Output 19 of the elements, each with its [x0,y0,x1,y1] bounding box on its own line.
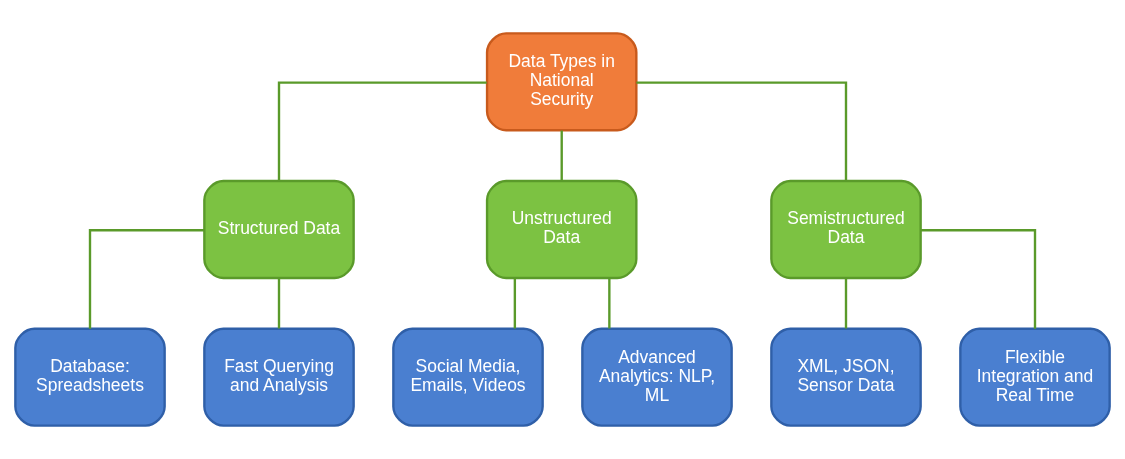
node-box: Advanced Analytics: NLP, ML [581,327,733,427]
connector [560,130,563,181]
node-box: Flexible Integration and Real Time [959,327,1111,427]
node-box: Data Types in National Security [485,32,638,132]
node-box: XML, JSON, Sensor Data [770,327,922,427]
connector [277,81,487,181]
connector [277,278,281,329]
node-box: Fast Querying and Analysis [203,327,355,427]
connector [636,81,848,181]
node-box: Social Media, Emails, Videos [392,327,544,427]
node-box: Unstructured Data [485,179,638,280]
connector [88,229,205,329]
node-box: Semistructured Data [770,179,922,280]
node-box: Database: Spreadsheets [14,327,166,427]
connector [920,229,1037,329]
node-box: Structured Data [203,179,355,280]
connector [608,278,611,329]
connector [513,278,517,329]
connector [844,278,848,329]
